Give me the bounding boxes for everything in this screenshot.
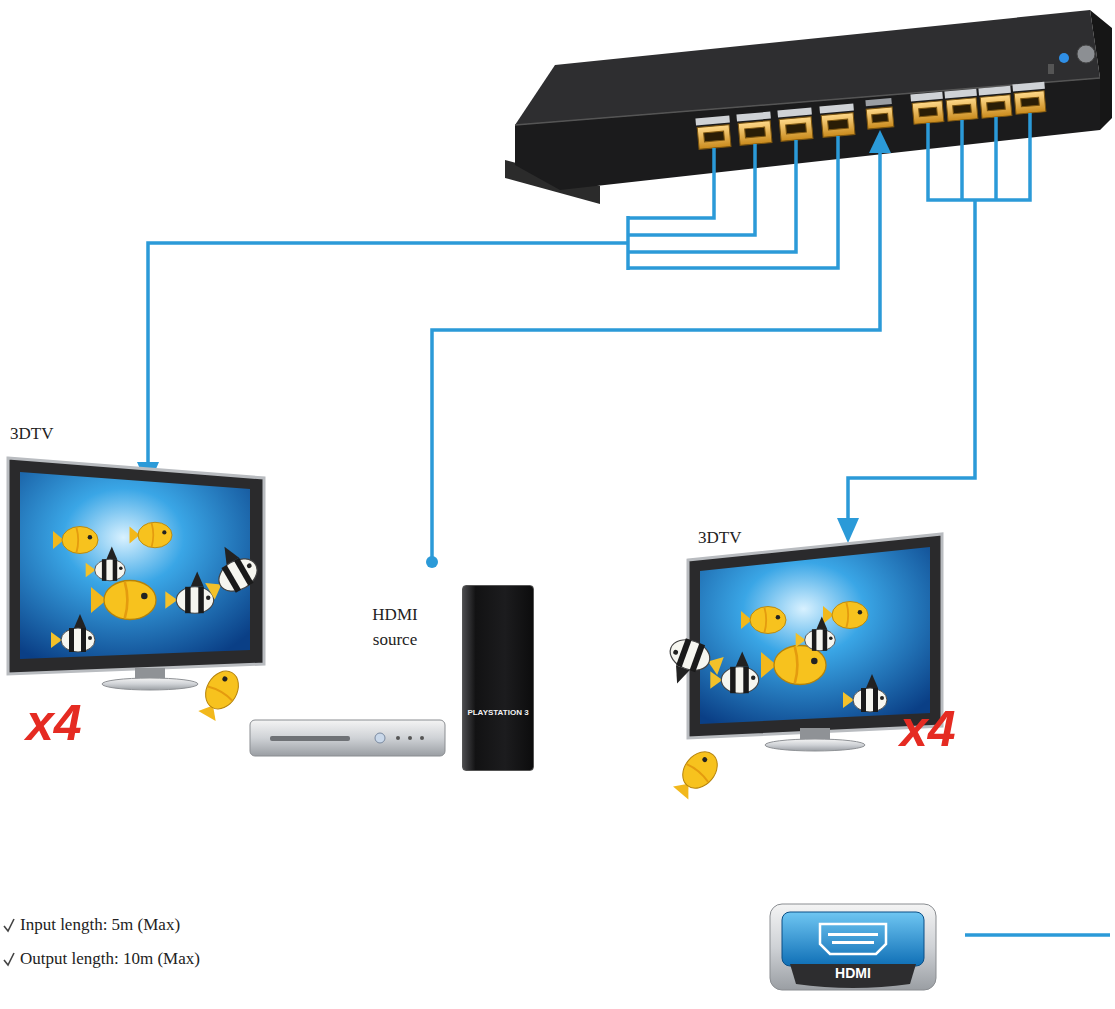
node-text: PLAYSTATION 3 [467,708,528,717]
node-text: 3DTV [698,528,741,548]
node-text: 3DTV [10,424,53,444]
spec-note: Output length: 10m (Max) [20,949,200,969]
node-text: HDMI source [352,603,438,652]
quantity-label: x4 [900,700,956,758]
spec-note: Input length: 5m (Max) [20,915,180,935]
quantity-label: x4 [26,694,82,752]
source-label: HDMI source [352,603,438,652]
playstation-console: PLAYSTATION 3 [462,585,534,771]
logo-text: HDMI [790,965,916,981]
tv-label: 3DTV [698,528,741,548]
tv-label: 3DTV [10,424,53,444]
